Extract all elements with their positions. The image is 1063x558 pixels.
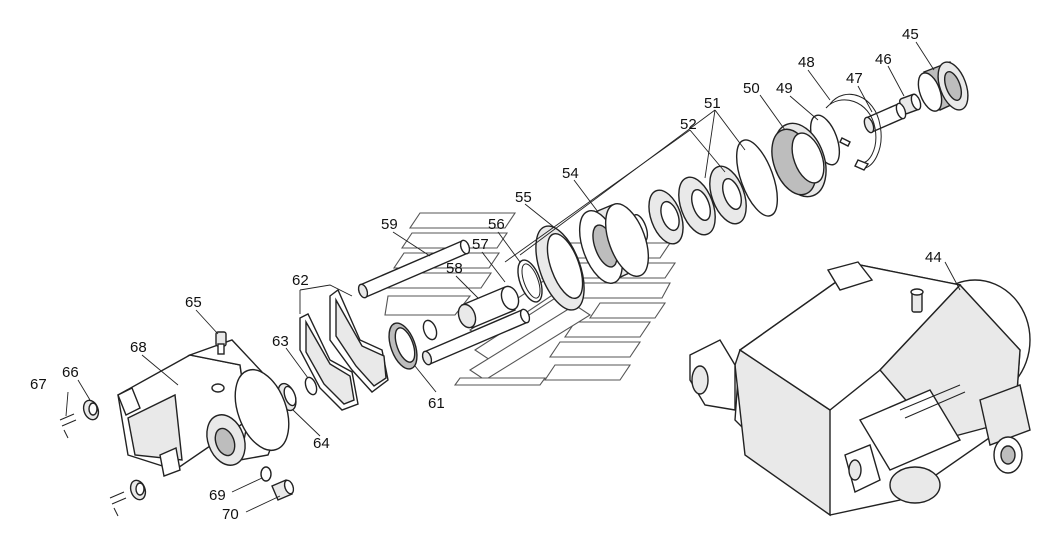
part-54-sleeve [578,203,650,284]
label-70: 70 [222,506,239,523]
label-49: 49 [776,80,793,97]
part-59-long-pin [357,239,471,299]
label-62: 62 [292,272,309,289]
part-57-piston [457,285,520,329]
label-67: 67 [30,376,47,393]
label-54: 54 [562,165,579,182]
label-45: 45 [902,26,919,43]
part-69-fitting [260,466,272,482]
part-70-fitting [271,479,295,501]
part-52-washers [631,165,747,245]
part-56-oring [517,259,543,303]
label-48: 48 [798,54,815,71]
part-50-cup [771,122,827,198]
part-small-ring [422,319,438,341]
label-52: 52 [680,116,697,133]
label-47: 47 [846,70,863,87]
label-50: 50 [743,80,760,97]
part-68-caliper [117,339,290,477]
label-55: 55 [515,189,532,206]
label-57: 57 [472,236,489,253]
label-65: 65 [185,294,202,311]
part-45-roller [917,61,969,112]
part-66-nut-upper [82,399,100,421]
part-67-pins [59,413,127,517]
part-44-assembly [689,261,1031,517]
part-62-brake-pads [299,288,389,411]
label-61: 61 [428,395,445,412]
part-66-nut-lower [129,479,147,501]
label-68: 68 [130,339,147,356]
label-69: 69 [209,487,226,504]
part-61-seal [388,322,418,370]
part-47-pin [863,102,907,134]
label-44: 44 [925,249,942,266]
label-58: 58 [446,260,463,277]
part-65-bleeder [215,331,227,355]
leader-lines [65,41,961,513]
label-63: 63 [272,333,289,350]
part-55-ring [535,225,585,311]
label-56: 56 [488,216,505,233]
label-64: 64 [313,435,330,452]
part-labels: 44 45 46 47 48 49 50 51 52 54 55 56 57 5… [30,26,942,523]
label-59: 59 [381,216,398,233]
label-66: 66 [62,364,79,381]
label-46: 46 [875,51,892,68]
label-51: 51 [704,95,721,112]
part-48-snap-ring [825,93,882,171]
part-rod [421,308,531,366]
part-51-disk [735,139,779,217]
